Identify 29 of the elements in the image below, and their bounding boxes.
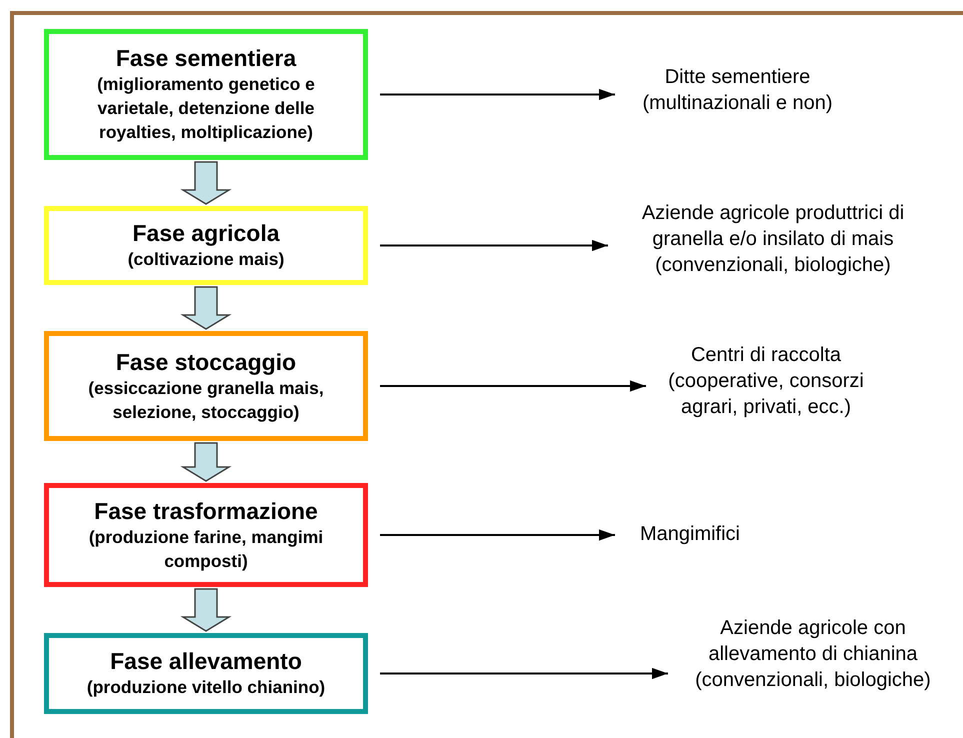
arrow [380,529,615,541]
actor-text: Ditte sementiere (multinazionali e non) [615,60,860,120]
block-arrow [180,161,232,205]
phase-title: Fase agricola [132,220,280,247]
phase-box [44,483,368,587]
phase-description: (produzione farine, mangimi composti) [88,526,324,572]
phase-box [44,331,368,441]
phase-box [44,206,368,285]
phase-description: (miglioramento genetico e varietale, detenzione delle royalties, moltiplicazione) [96,73,316,144]
actor-text: Centri di raccolta (cooperative, consorzi agrari, privati, ecc.) [646,338,886,424]
arrow [380,380,646,392]
phase-description: (coltivazione mais) [128,248,284,271]
phase-description: (produzione vitello chianino) [86,676,326,699]
arrow [380,88,615,100]
phase-title: Fase stoccaggio [116,348,296,376]
arrow [380,668,668,680]
actor-text: Aziende agricole con allevamento di chianina (convenzionali, biologiche) [668,609,958,699]
block-arrow [180,588,232,632]
phase-box [44,29,368,160]
phase-title: Fase sementiera [116,45,296,72]
phase-title: Fase trasformazione [94,498,318,524]
phase-description: (essiccazione granella mais, selezione, stoccaggio) [87,376,325,424]
arrow [380,240,608,252]
actor-text: Mangimifici [615,519,765,549]
actor-text: Aziende agricole produttrici di granella e/o insilato di mais (convenzionali, biologiche) [608,196,938,282]
block-arrow [180,442,232,482]
phase-box [44,633,368,714]
block-arrow [180,286,232,330]
phase-title: Fase allevamento [110,648,302,675]
